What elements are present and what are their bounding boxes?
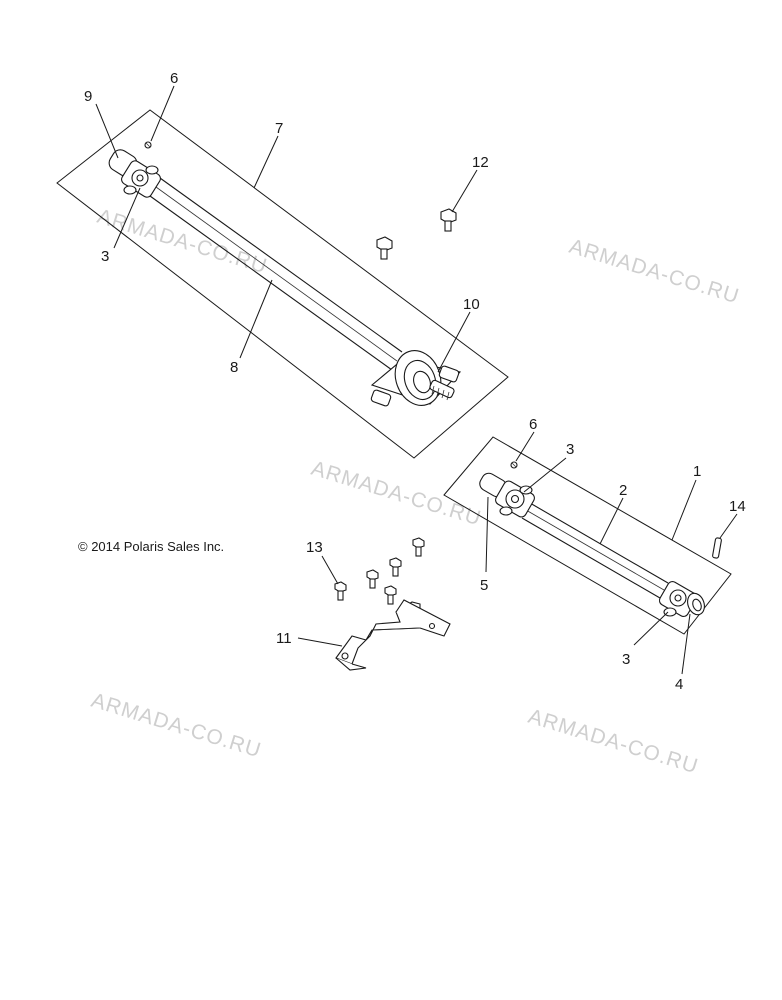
upper-bolt-12b (376, 236, 393, 260)
callout-bracket-11: 11 (276, 630, 292, 647)
copyright-notice: © 2014 Polaris Sales Inc. (78, 539, 224, 554)
leader-lower-14 (719, 513, 738, 539)
upper-carrier-bearing (370, 350, 462, 407)
lower-shaft-tube-edge-bottom (521, 517, 661, 599)
leader-upper-7 (253, 135, 279, 189)
bracket-bolt-a (334, 581, 347, 601)
leader-upper-9 (95, 103, 119, 159)
callout-lower-2: 2 (619, 482, 627, 499)
lower-assembly-frame (443, 436, 732, 635)
callout-lower-3-top: 3 (566, 441, 574, 458)
upper-assembly-frame (56, 109, 509, 459)
leader-lower-4 (681, 613, 691, 675)
watermarks: ARMADA-CO.RU ARMADA-CO.RU ARMADA-CO.RU A… (89, 205, 743, 779)
callout-upper-10: 10 (463, 296, 480, 313)
leader-lower-1 (671, 479, 697, 541)
leader-upper-3 (113, 187, 141, 249)
upper-shaft-tube-edge-top (159, 177, 403, 353)
leader-lower-2 (599, 497, 624, 545)
leader-lower-6 (515, 431, 535, 462)
callout-lower-3-bottom: 3 (622, 651, 630, 668)
leader-upper-6 (150, 85, 175, 142)
callout-upper-12: 12 (472, 154, 489, 171)
upper-u-joint (108, 149, 161, 198)
leader-bracket-11 (297, 637, 343, 647)
watermark-3: ARMADA-CO.RU (309, 457, 485, 531)
mounting-bracket-11 (335, 599, 451, 671)
roll-pin-14 (712, 537, 722, 559)
callout-lower-5: 5 (480, 577, 488, 594)
watermark-4: ARMADA-CO.RU (89, 689, 265, 763)
upper-shaft-tube-highlight (155, 186, 398, 362)
lower-grease-fitting (510, 461, 518, 469)
callout-upper-6: 6 (170, 70, 178, 87)
bracket-bolt-d (412, 537, 425, 557)
watermark-1: ARMADA-CO.RU (95, 205, 271, 279)
lower-right-u-joint (658, 581, 705, 617)
lower-prop-shaft-assembly: 6 3 1 2 14 5 3 4 (443, 416, 746, 693)
leader-lower-3-top (523, 457, 567, 493)
callout-upper-8: 8 (230, 359, 238, 376)
bracket-bolt-e (384, 585, 397, 605)
leader-upper-12 (451, 169, 478, 213)
lower-shaft-tube-highlight (525, 509, 665, 591)
upper-prop-shaft-assembly: 9 6 7 12 3 10 8 (56, 70, 509, 459)
leader-upper-10 (437, 311, 471, 373)
watermark-2: ARMADA-CO.RU (567, 235, 743, 309)
leader-lower-5 (485, 496, 489, 573)
callout-bracket-13: 13 (306, 539, 323, 556)
callout-upper-7: 7 (275, 120, 283, 137)
watermark-5: ARMADA-CO.RU (526, 705, 702, 779)
upper-grease-fitting (144, 141, 152, 149)
callout-lower-6: 6 (529, 416, 537, 433)
callout-lower-4: 4 (675, 676, 683, 693)
lower-left-u-joint (479, 472, 535, 518)
leader-lower-3-bottom (633, 611, 669, 646)
leader-upper-8 (239, 279, 273, 359)
callout-lower-14: 14 (729, 498, 746, 515)
callout-upper-3: 3 (101, 248, 109, 265)
upper-bolt-12a (440, 208, 457, 232)
bracket-bolt-b (366, 569, 379, 589)
bracket-bolt-c (389, 557, 402, 577)
callout-upper-9: 9 (84, 88, 92, 105)
bracket-assembly: 13 11 (276, 537, 451, 671)
leader-bracket-13 (321, 555, 339, 585)
lower-shaft-tube-edge-top (529, 502, 669, 584)
callout-lower-1: 1 (693, 463, 701, 480)
